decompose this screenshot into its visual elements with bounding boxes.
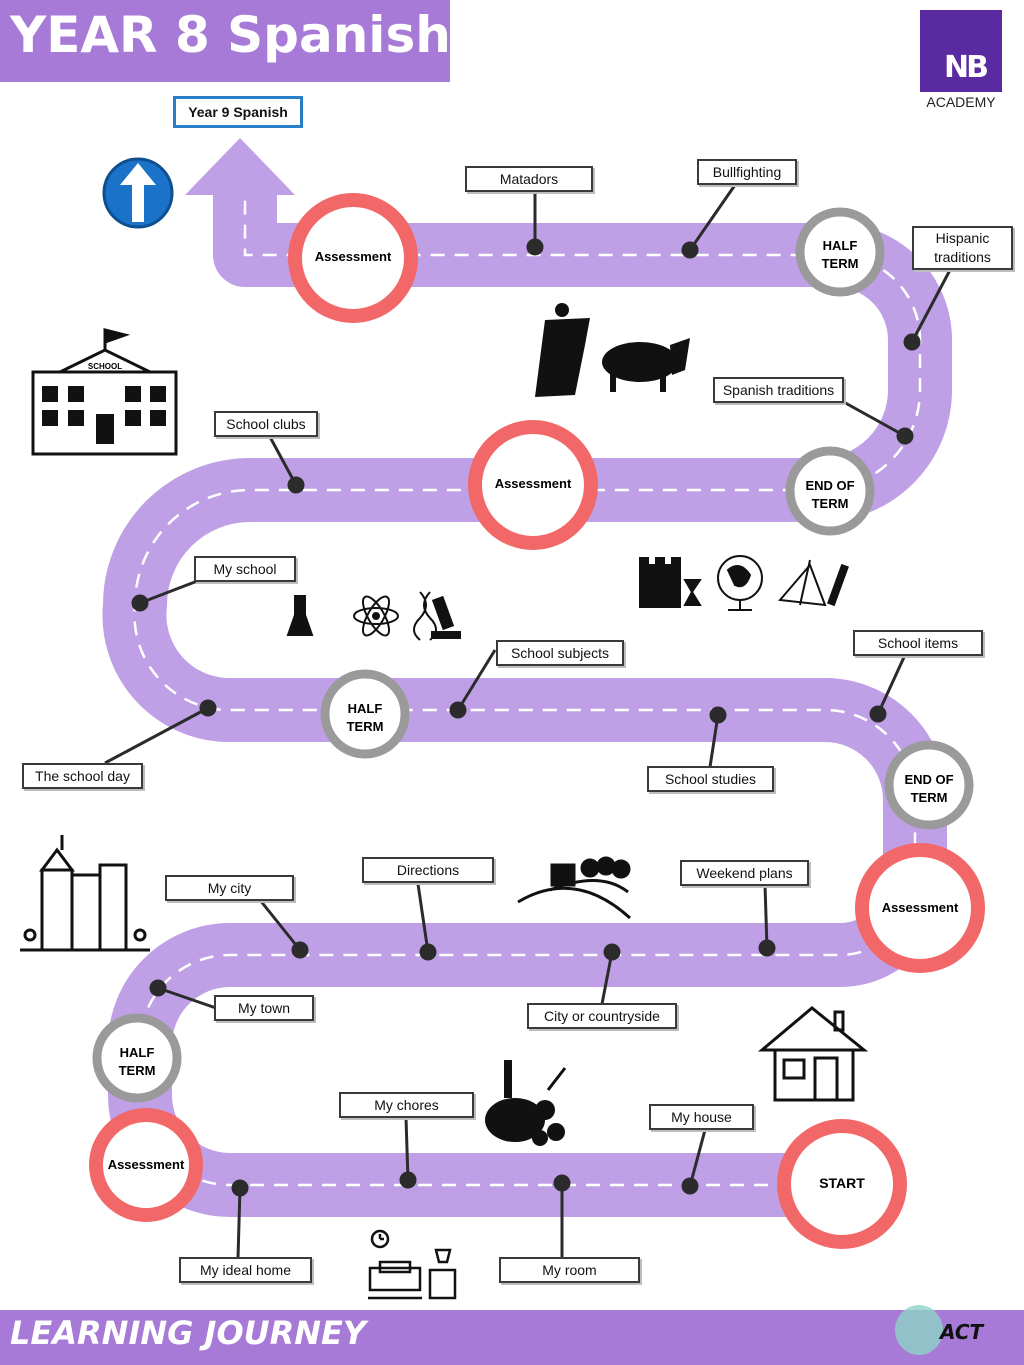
start-ring: START — [777, 1119, 907, 1249]
science-icons — [286, 591, 461, 641]
topic-city-or-countryside: City or countryside — [527, 1003, 677, 1029]
topic-my-chores: My chores — [339, 1092, 474, 1118]
topic-my-city: My city — [165, 875, 294, 901]
topic-my-room: My room — [499, 1257, 640, 1283]
topic-my-school: My school — [194, 556, 296, 582]
road — [102, 180, 952, 1217]
half-term-ring-2: HALF TERM — [320, 669, 410, 759]
academy-logo — [920, 10, 1002, 92]
matador-icon — [535, 303, 590, 397]
chores-icon — [485, 1060, 567, 1146]
footer-banner — [0, 1310, 1024, 1365]
topic-directions: Directions — [362, 857, 494, 883]
ring-label-line1: END OF — [904, 772, 953, 787]
countryside-icon — [517, 856, 632, 920]
road-arrow-head — [185, 138, 295, 195]
topic-school-clubs: School clubs — [214, 411, 318, 437]
ring-label: Assessment — [495, 476, 572, 491]
school-building-icon — [31, 328, 178, 456]
topic-bullfighting: Bullfighting — [697, 159, 797, 185]
end-of-term-ring-2: END OF TERM — [884, 740, 974, 830]
end-of-term-ring-1: END OF TERM — [785, 446, 875, 536]
logo-text: NB — [944, 50, 989, 85]
school-sign-text: SCHOOL — [88, 362, 122, 371]
up-arrow-icon — [120, 163, 156, 222]
assessment-ring-top: Assessment — [288, 193, 418, 323]
ring-label: Assessment — [108, 1157, 185, 1172]
footer-title: LEARNING JOURNEY — [10, 1314, 367, 1352]
topic-school-items: School items — [853, 630, 983, 656]
connectors — [104, 184, 952, 1259]
history-geography-maths-icons — [639, 555, 849, 611]
topic-my-house: My house — [649, 1104, 754, 1130]
topic-weekend-plans: Weekend plans — [680, 860, 809, 886]
city-buildings-icon — [20, 835, 150, 952]
ring-label: Assessment — [882, 900, 959, 915]
ring-label-line2: TERM — [911, 790, 948, 805]
half-term-ring-1: HALF TERM — [795, 207, 885, 297]
ring-label-line2: TERM — [812, 496, 849, 511]
page-title: YEAR 8 Spanish — [10, 6, 451, 64]
ring-label-line1: END OF — [805, 478, 854, 493]
ring-label-line2: TERM — [347, 719, 384, 734]
bull-icon — [602, 338, 690, 392]
topic-my-town: My town — [214, 995, 314, 1021]
ring-label-line1: HALF — [348, 701, 383, 716]
header-banner — [0, 0, 450, 82]
topic-matadors: Matadors — [465, 166, 593, 192]
ring-label-line1: HALF — [823, 238, 858, 253]
topic-my-ideal-home: My ideal home — [179, 1257, 312, 1283]
ring-label: Assessment — [315, 249, 392, 264]
topic-school-studies: School studies — [647, 766, 774, 792]
assessment-ring-4: Assessment — [89, 1108, 203, 1222]
topic-spanish-traditions: Spanish traditions — [713, 377, 844, 403]
half-term-ring-3: HALF TERM — [92, 1013, 182, 1103]
ring-label-line2: TERM — [119, 1063, 156, 1078]
eact-logo-icon — [895, 1305, 943, 1355]
assessment-ring-2: Assessment — [468, 420, 598, 550]
start-label: START — [819, 1175, 865, 1191]
topic-school-subjects: School subjects — [496, 640, 624, 666]
footer-brand: ACT — [940, 1320, 984, 1344]
ring-label-line1: HALF — [120, 1045, 155, 1060]
next-year-label: Year 9 Spanish — [173, 96, 303, 128]
assessment-ring-3: Assessment — [855, 843, 985, 973]
topic-hispanic-traditions: Hispanic traditions — [912, 226, 1013, 270]
bedroom-icon — [368, 1229, 457, 1300]
logo-subtitle: ACADEMY — [926, 94, 996, 110]
topic-the-school-day: The school day — [22, 763, 143, 789]
house-icon — [757, 1006, 869, 1102]
ring-label-line2: TERM — [822, 256, 859, 271]
